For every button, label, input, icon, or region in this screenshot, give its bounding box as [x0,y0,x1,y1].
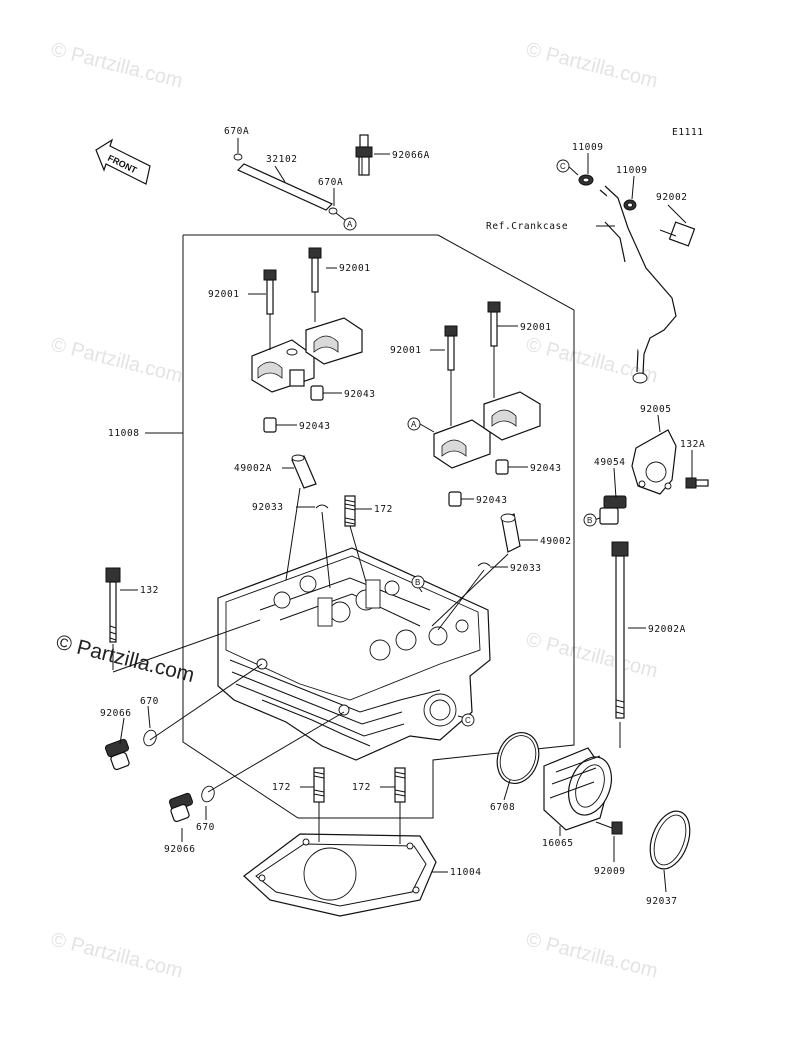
oring-670-b [201,785,215,803]
label-92043-d: 92043 [476,495,508,506]
label-172-c: 172 [352,782,371,793]
stud-172-c [394,767,406,803]
label-11009-a: 11009 [572,142,604,153]
cam-cap-right-rear [483,391,541,441]
cam-cap-left-rear [305,317,363,365]
label-172-a: 172 [374,504,393,515]
label-670A-mid: 670A [318,177,343,188]
watermark-lower-right: © Partzilla.com [524,629,660,683]
plug-92066-b [168,792,194,823]
label-92037: 92037 [646,896,678,907]
oring-670A-top [233,153,243,161]
dowel-92043-d [448,491,462,507]
label-92043-b: 92043 [299,421,331,432]
diagram-id: E1111 [672,127,704,138]
callout-b-head: B [415,578,420,587]
label-670-a: 670 [140,696,159,707]
watermark-bottom-right: © Partzilla.com [524,929,660,983]
oil-pipe-assembly: C [556,159,696,384]
label-11008: 11008 [108,428,140,439]
label-49002A: 49002A [234,463,272,474]
bolt-92002A [611,541,629,748]
dowel-92043-c [495,459,509,475]
bolt-92001-b [308,247,322,293]
part-labels: 670A 32102 670A 92066A 11009 11009 92002… [100,126,705,907]
label-6708: 6708 [490,802,515,813]
watermark-bottom-left: © Partzilla.com [49,929,185,983]
callout-b-right: B [587,516,592,525]
label-49054: 49054 [594,457,626,468]
holder-16065 [543,747,613,831]
bolt-92001-a [263,269,277,315]
watermark-mid-left: © Partzilla.com [49,334,185,388]
label-16065: 16065 [542,838,574,849]
watermark-overlay: © Partzilla.com [54,631,197,688]
assembly-boundary [182,234,575,819]
label-11004: 11004 [450,867,482,878]
cam-cap-right-front: A [407,417,491,469]
label-92002: 92002 [656,192,688,203]
watermark-top-left: © Partzilla.com [49,39,185,93]
label-92009: 92009 [594,866,626,877]
label-92001-d: 92001 [520,322,552,333]
label-92043-a: 92043 [344,389,376,400]
cam-cap-left-front [251,339,315,393]
callout-a-top: A [347,220,353,229]
front-arrow: FRONT [95,138,151,185]
oring-670-a [143,729,157,747]
bolt-92001-d [487,301,501,347]
leader-lines [112,138,693,893]
label-92043-c: 92043 [530,463,562,474]
label-132A: 132A [680,439,705,450]
cylinder-head: B C [217,547,491,761]
label-92001-a: 92001 [208,289,240,300]
dowel-92043-b [263,417,277,433]
label-32102: 32102 [266,154,298,165]
watermark-top-right: © Partzilla.com [524,39,660,93]
guide-49002A [291,454,317,489]
clip-92033-b [477,562,491,567]
label-670-b: 670 [196,822,215,833]
label-92066A: 92066A [392,150,430,161]
callout-c-head: C [465,716,471,725]
plug-92066-a [104,738,130,771]
oring-670A-mid: A [328,207,357,231]
dowel-92043-a [310,385,324,401]
bolt-132A [685,477,709,489]
label-92002A: 92002A [648,624,686,635]
label-92001-b: 92001 [339,263,371,274]
label-92033-a: 92033 [252,502,284,513]
label-ref-crankcase: Ref.Crankcase [486,221,568,232]
callout-c-top: C [560,162,566,171]
screw-92009 [595,821,623,835]
label-92005: 92005 [640,404,672,415]
bolt-92001-c [444,325,458,371]
callout-a-cap: A [411,420,417,429]
plug-49054: B [583,495,627,527]
label-92066-a: 92066 [100,708,132,719]
pipe-32102 [236,163,334,211]
label-132: 132 [140,585,159,596]
label-92001-c: 92001 [390,345,422,356]
bolt-132 [105,567,121,670]
guide-49002 [500,513,521,553]
label-670A-top: 670A [224,126,249,137]
label-49002: 49002 [540,536,572,547]
clamp-92037 [649,810,691,870]
label-172-b: 172 [272,782,291,793]
elbow-92005 [631,429,677,495]
label-11009-b: 11009 [616,165,648,176]
oring-6708 [496,732,540,784]
label-92066-b: 92066 [164,844,196,855]
gasket-11004 [243,833,437,917]
label-92033-b: 92033 [510,563,542,574]
stud-172-a [344,495,356,527]
sensor-92066A [355,134,390,176]
stud-172-b [313,767,325,803]
clip-92033-a [315,504,329,509]
